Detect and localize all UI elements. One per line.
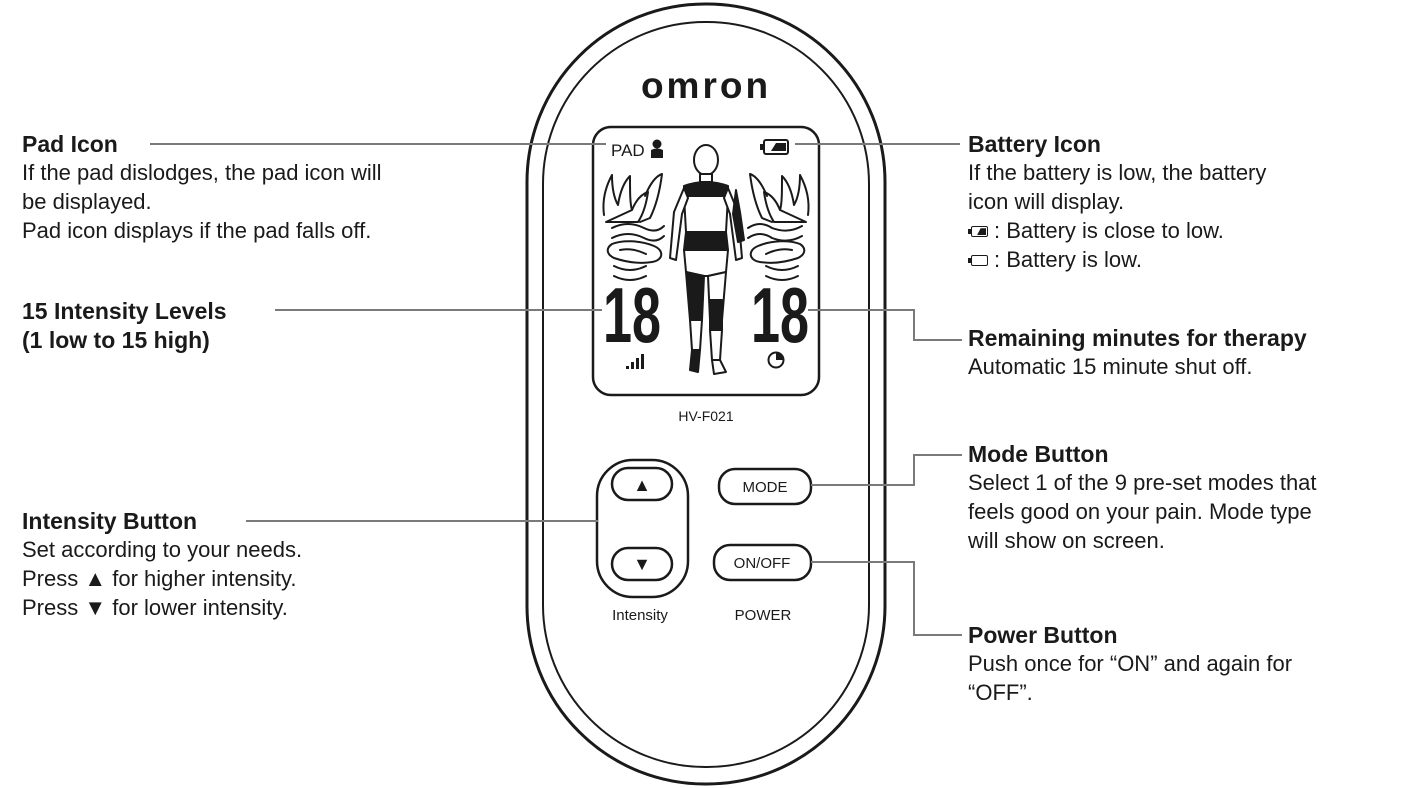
intensity-levels-callout: 15 Intensity Levels (1 low to 15 high) <box>22 297 227 355</box>
intensity-button-line-3: Press ▼ for lower intensity. <box>22 595 288 620</box>
intensity-button-line-2: Press ▲ for higher intensity. <box>22 566 297 591</box>
timer-digits: 18 <box>751 271 809 359</box>
power-label: POWER <box>735 607 792 624</box>
mode-button-label: MODE <box>743 479 788 496</box>
mode-button-line-2: feels good on your pain. Mode type <box>968 499 1312 524</box>
pad-icon-line-2: be displayed. <box>22 189 152 214</box>
battery-close-to-low-row: : Battery is close to low. <box>968 216 1266 245</box>
remaining-minutes-callout: Remaining minutes for therapy Automatic … <box>968 325 1307 381</box>
intensity-digits: 18 <box>603 271 661 359</box>
battery-empty-icon <box>968 255 990 267</box>
battery-icon-line-2: icon will display. <box>968 189 1125 214</box>
timer-clock-icon <box>767 351 785 369</box>
battery-icon <box>760 139 789 155</box>
power-button[interactable]: ON/OFF <box>712 543 813 582</box>
intensity-button-label: Intensity <box>612 607 668 624</box>
foot-icon <box>749 240 806 264</box>
intensity-down-button[interactable]: ▼ <box>610 546 674 582</box>
battery-low-text: : Battery is low. <box>994 247 1142 272</box>
leader-lines <box>150 143 962 636</box>
foot-icon <box>606 240 663 264</box>
remaining-minutes-title: Remaining minutes for therapy <box>968 325 1307 351</box>
intensity-button-line-1: Set according to your needs. <box>22 537 303 562</box>
pad-icon-line-3: Pad icon displays if the pad falls off. <box>22 218 372 243</box>
power-button-callout: Power Button Push once for “ON” and agai… <box>968 622 1292 707</box>
power-button-line-1: Push once for “ON” and again for <box>968 651 1293 676</box>
pad-label: PAD <box>611 141 645 160</box>
signal-bars-icon <box>626 354 644 369</box>
down-triangle-icon: ▼ <box>633 554 651 574</box>
pad-icon-line-1: If the pad dislodges, the pad icon will <box>22 160 382 185</box>
device-inner-bezel <box>542 21 870 768</box>
intensity-button-title: Intensity Button <box>22 508 198 534</box>
brand-logo: omron <box>641 65 771 106</box>
up-triangle-icon: ▲ <box>633 475 651 495</box>
mode-button-line-1: Select 1 of the 9 pre-set modes that <box>968 470 1317 495</box>
battery-icon-callout: Battery Icon If the battery is low, the … <box>968 131 1266 274</box>
mode-button-title: Mode Button <box>968 441 1109 467</box>
mode-button-leader <box>811 454 962 486</box>
hand-icon <box>602 173 663 223</box>
battery-low-row: : Battery is low. <box>968 245 1266 274</box>
intensity-up-button[interactable]: ▲ <box>610 466 674 502</box>
mode-button-callout: Mode Button Select 1 of the 9 pre-set mo… <box>968 441 1317 555</box>
remaining-minutes-leader <box>808 309 962 341</box>
battery-close-to-low-text: : Battery is close to low. <box>994 218 1224 243</box>
intensity-button-callout: Intensity Button Set according to your n… <box>22 508 302 622</box>
power-button-leader <box>811 561 962 636</box>
remaining-minutes-line-1: Automatic 15 minute shut off. <box>968 354 1253 379</box>
model-number: HV-F021 <box>678 408 733 424</box>
hand-icon <box>749 173 810 223</box>
mode-button-line-3: will show on screen. <box>968 528 1165 553</box>
pad-icon-callout: Pad Icon If the pad dislodges, the pad i… <box>22 131 382 245</box>
onoff-button-label: ON/OFF <box>734 555 791 572</box>
power-button-title: Power Button <box>968 622 1118 648</box>
power-button-line-2: “OFF”. <box>968 680 1033 705</box>
pad-icon-title: Pad Icon <box>22 131 118 157</box>
battery-icon-line-1: If the battery is low, the battery <box>968 160 1267 185</box>
mode-button[interactable]: MODE <box>717 467 813 506</box>
intensity-levels-title-2: (1 low to 15 high) <box>22 327 210 353</box>
battery-icon-title: Battery Icon <box>968 131 1101 157</box>
body-figure-icon <box>669 144 745 375</box>
intensity-levels-title-1: 15 Intensity Levels <box>22 298 227 324</box>
pad-person-icon <box>651 139 663 158</box>
wave-icon <box>611 223 803 281</box>
battery-half-icon <box>968 226 990 238</box>
